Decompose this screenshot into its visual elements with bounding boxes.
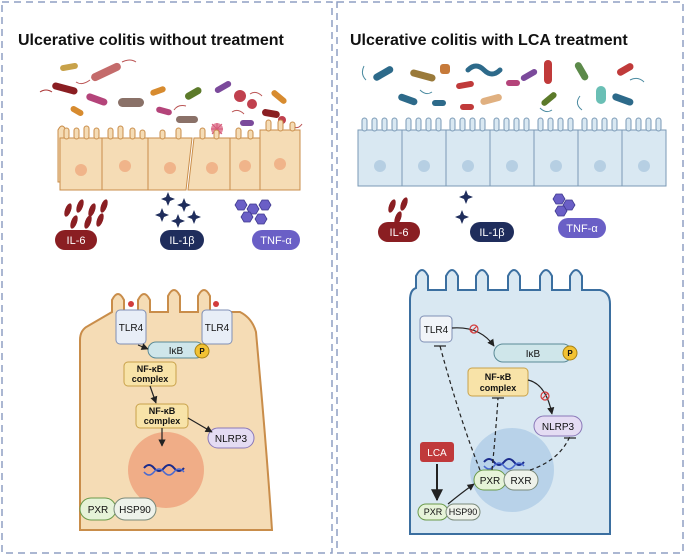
left-il6-particles <box>64 199 108 229</box>
right-il1b-particles <box>455 190 473 224</box>
svg-text:complex: complex <box>480 383 517 393</box>
right-il6-badge: IL-6 <box>378 222 420 242</box>
svg-text:LCA: LCA <box>427 448 447 459</box>
left-il1b-badge: IL-1β <box>160 230 204 250</box>
left-pxr-box: PXR <box>79 497 117 521</box>
left-nfkb-complex-1: NF-κB complex <box>123 361 177 387</box>
left-arrows <box>137 343 213 447</box>
left-nucleus <box>128 432 204 508</box>
right-tlr4-box: TLR4 <box>419 315 453 343</box>
svg-text:IκB: IκB <box>169 346 184 357</box>
svg-text:complex: complex <box>132 374 169 384</box>
svg-text:NLRP3: NLRP3 <box>542 422 575 433</box>
right-bacteria <box>361 60 645 113</box>
right-panel-title: Ulcerative colitis with LCA treatment <box>350 32 628 49</box>
right-tnfa-particles <box>552 193 576 217</box>
svg-text:PXR: PXR <box>424 507 443 517</box>
right-il6-particles <box>388 197 408 225</box>
svg-text:IκB: IκB <box>526 349 541 360</box>
left-nlrp3-box: NLRP3 <box>207 427 255 449</box>
right-pxr-rxr-complex: PXR RXR <box>473 469 539 491</box>
svg-text:TNF-α: TNF-α <box>566 223 598 235</box>
svg-text:NF-κB: NF-κB <box>485 372 512 382</box>
right-pxr-hsp90-complex: PXR HSP90 <box>417 503 481 521</box>
right-nlrp3-box: NLRP3 <box>533 415 583 437</box>
svg-text:PXR: PXR <box>480 476 501 487</box>
right-il1b-badge: IL-1β <box>470 222 514 242</box>
right-block-icons <box>469 324 550 401</box>
svg-text:IL-6: IL-6 <box>67 235 86 247</box>
svg-text:TNF-α: TNF-α <box>260 235 292 247</box>
left-phospho-badge: P <box>194 343 210 359</box>
svg-text:TLR4: TLR4 <box>119 323 144 334</box>
left-tlr4-a: TLR4 <box>115 301 147 345</box>
right-tnfa-badge: TNF-α <box>558 218 606 238</box>
right-dna-icon <box>483 458 525 466</box>
right-ikb-box: IκB <box>493 343 573 363</box>
right-lca-box: LCA <box>420 442 454 462</box>
svg-text:NF-κB: NF-κB <box>149 406 176 416</box>
left-panel-title: Ulcerative colitis without treatment <box>18 32 284 49</box>
left-hsp90-box: HSP90 <box>113 497 157 521</box>
svg-text:IL-1β: IL-1β <box>169 235 194 247</box>
left-tnfa-badge: TNF-α <box>252 230 300 250</box>
left-bacteria <box>39 59 303 135</box>
left-il6-badge: IL-6 <box>55 230 97 250</box>
right-phospho-badge: P <box>562 345 578 361</box>
right-arrows <box>431 327 576 505</box>
left-panel-frame <box>1 1 333 554</box>
left-epithelium <box>57 119 301 191</box>
svg-text:P: P <box>199 347 205 356</box>
svg-text:NF-κB: NF-κB <box>137 364 164 374</box>
svg-text:IL-1β: IL-1β <box>479 227 504 239</box>
svg-text:TLR4: TLR4 <box>205 323 230 334</box>
svg-text:IL-6: IL-6 <box>390 227 409 239</box>
right-cell-body <box>409 269 611 535</box>
svg-text:NLRP3: NLRP3 <box>215 434 248 445</box>
left-tlr4-b: TLR4 <box>201 301 233 345</box>
svg-text:P: P <box>567 349 573 358</box>
svg-text:complex: complex <box>144 416 181 426</box>
left-dna-icon <box>143 464 185 472</box>
left-nfkb-complex-2: NF-κB complex <box>135 403 189 429</box>
svg-text:PXR: PXR <box>88 505 109 516</box>
right-epithelium <box>357 117 667 187</box>
svg-text:HSP90: HSP90 <box>449 507 478 517</box>
left-tnfa-particles <box>234 199 272 225</box>
right-panel-frame <box>336 1 684 554</box>
right-nfkb-complex: NF-κB complex <box>467 367 529 397</box>
svg-text:RXR: RXR <box>510 476 531 487</box>
svg-text:HSP90: HSP90 <box>119 505 151 516</box>
left-il1b-particles <box>155 192 201 228</box>
svg-text:TLR4: TLR4 <box>424 325 449 336</box>
